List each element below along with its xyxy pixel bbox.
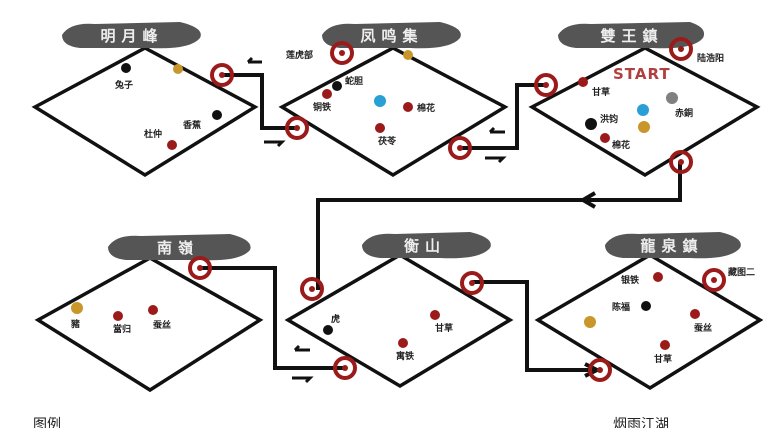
arrow-right-icon xyxy=(485,156,507,164)
legend-label: 图例 xyxy=(33,417,61,428)
portal-icon[interactable] xyxy=(702,268,726,292)
banners xyxy=(62,22,741,261)
npc-dot[interactable] xyxy=(332,81,342,91)
route-3 xyxy=(316,162,682,290)
item-dot[interactable] xyxy=(322,89,332,99)
arrow-left-icon xyxy=(293,344,310,352)
item-dot[interactable] xyxy=(660,340,670,350)
arrow-right-icon xyxy=(292,376,314,384)
npc-dot[interactable] xyxy=(641,301,651,311)
item-dot[interactable] xyxy=(375,123,385,133)
blue-dot[interactable] xyxy=(637,104,649,116)
npc-dot[interactable] xyxy=(212,110,222,120)
gold-dot[interactable] xyxy=(71,302,83,314)
item-label: 蚕丝 xyxy=(152,319,171,331)
npc-label: 陈福 xyxy=(612,301,630,313)
npc-label: 莲虎部 xyxy=(286,49,313,61)
item-dot[interactable] xyxy=(578,77,588,87)
region-title: 凤鸣集 xyxy=(360,27,423,45)
region-longquanzhen[interactable] xyxy=(534,252,764,391)
item-dot[interactable] xyxy=(148,305,158,315)
region-title: 雙王鎮 xyxy=(600,27,663,45)
region-title: 龍泉鎮 xyxy=(640,237,703,255)
banner-bg xyxy=(322,22,461,49)
gold-dot[interactable] xyxy=(584,316,596,328)
item-label: 蚕丝 xyxy=(693,322,712,334)
gold-dot[interactable] xyxy=(403,50,413,60)
item-label: 银铁 xyxy=(621,274,639,286)
item-dot[interactable] xyxy=(600,133,610,143)
item-label: 藏图二 xyxy=(728,266,755,278)
npc-dot[interactable] xyxy=(585,118,597,130)
item-dot[interactable] xyxy=(398,338,408,348)
item-label: 甘草 xyxy=(435,322,453,334)
item-label: 甘草 xyxy=(592,86,610,98)
arrow-right-icon xyxy=(264,140,286,148)
npc-dot[interactable] xyxy=(121,63,131,73)
item-dot[interactable] xyxy=(430,310,440,320)
regions xyxy=(31,46,764,393)
item-label: 赤銅 xyxy=(675,107,693,119)
resource-dots xyxy=(71,50,700,350)
region-title: 明月峰 xyxy=(100,27,163,45)
npc-label: 陆浩阳 xyxy=(697,52,724,64)
region-title: 南嶺 xyxy=(157,239,199,257)
item-label: 棉花 xyxy=(612,139,630,151)
gold-dot[interactable] xyxy=(638,121,650,133)
banner-bg xyxy=(558,22,705,49)
region-fengmingji[interactable] xyxy=(278,46,509,178)
route-5 xyxy=(472,280,600,372)
gray-dot[interactable] xyxy=(666,92,678,104)
item-label: 當归 xyxy=(113,323,131,335)
item-dot[interactable] xyxy=(403,102,413,112)
item-label: 豬 xyxy=(70,318,80,330)
arrow-left-icon xyxy=(488,126,505,134)
item-label: 蛇胆 xyxy=(345,75,363,87)
route-1 xyxy=(222,73,297,130)
item-label: 杜仲 xyxy=(144,128,162,140)
start-label: START xyxy=(613,65,671,83)
blue-dot[interactable] xyxy=(374,95,386,107)
region-hengshan[interactable] xyxy=(284,252,514,389)
item-dot[interactable] xyxy=(653,272,663,282)
item-label: 茯苓 xyxy=(377,135,397,147)
brand-label: 烟雨江湖 xyxy=(613,417,669,428)
npc-label: 虎 xyxy=(331,313,340,325)
arrow-left-icon xyxy=(246,56,262,64)
route-paths xyxy=(200,56,682,384)
npc-label: 洪钧 xyxy=(600,113,618,125)
banner-bg xyxy=(62,22,201,49)
item-label: 香蕉 xyxy=(182,119,201,131)
region-mingyuefeng[interactable] xyxy=(31,46,259,178)
banner-bg xyxy=(362,232,491,259)
item-label: 甘草 xyxy=(654,353,672,365)
gold-dot[interactable] xyxy=(173,64,183,74)
region-title: 衡山 xyxy=(404,237,446,255)
item-label: 棉花 xyxy=(417,102,435,114)
arrow-icon xyxy=(579,191,597,209)
banner-bg xyxy=(605,232,741,259)
item-dot[interactable] xyxy=(690,309,700,319)
item-label: 兔子 xyxy=(114,79,133,91)
region-nanling[interactable] xyxy=(34,255,264,393)
item-label: 寓铁 xyxy=(396,350,414,362)
route-2 xyxy=(460,83,546,150)
banner-bg xyxy=(108,234,251,261)
item-label: 铜铁 xyxy=(313,101,331,113)
item-dot[interactable] xyxy=(167,140,177,150)
npc-dot[interactable] xyxy=(323,325,333,335)
route-4 xyxy=(200,266,345,370)
item-dot[interactable] xyxy=(113,311,123,321)
